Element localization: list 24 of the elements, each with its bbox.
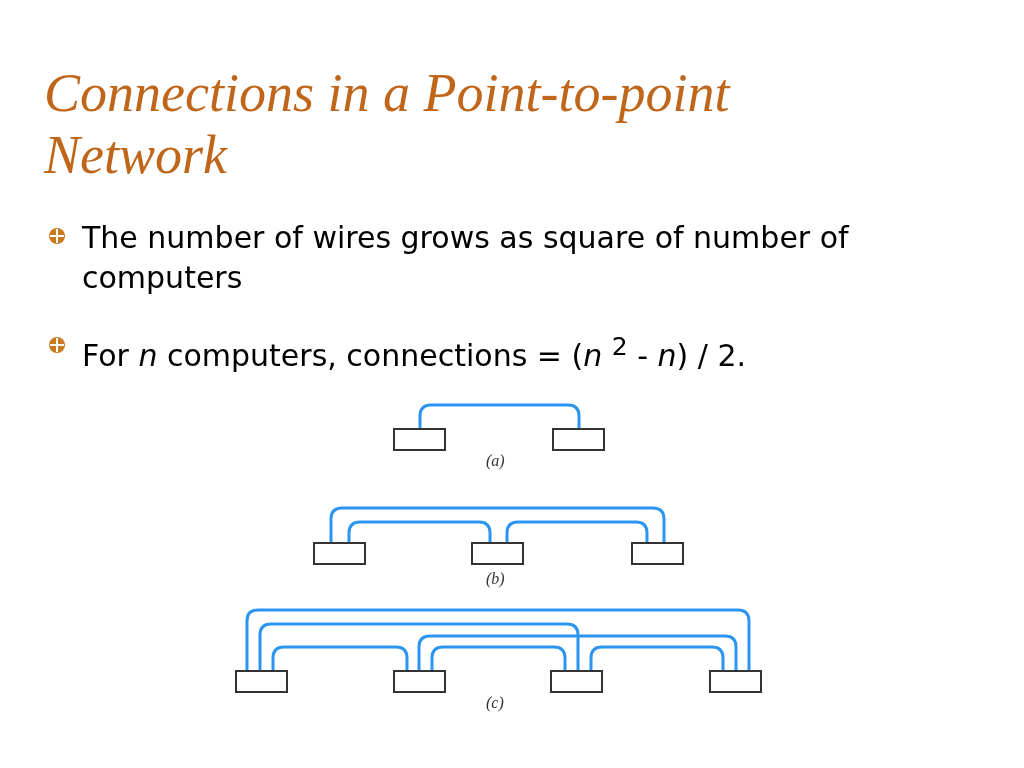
computer-box — [471, 542, 524, 565]
wire — [258, 622, 580, 670]
computer-box — [631, 542, 684, 565]
bullet-text: For n computers, connections = (n $^{2}$ - n) / 2. — [82, 331, 748, 375]
figure-caption: (c) — [486, 694, 504, 712]
wire — [418, 403, 581, 428]
wire — [329, 506, 666, 542]
wire — [589, 645, 725, 670]
bullet-text: The number of wires grows as square of number of computers — [82, 219, 850, 297]
wire — [271, 645, 409, 670]
wire — [245, 608, 751, 670]
wire — [430, 645, 567, 670]
computer-box — [393, 428, 446, 451]
computer-box — [709, 670, 762, 693]
figure-caption: (a) — [486, 452, 505, 470]
computer-box — [313, 542, 366, 565]
slide-title: Connections in a Point-to-point Network — [44, 62, 732, 186]
computer-box — [235, 670, 288, 693]
computer-box — [552, 428, 605, 451]
computer-box — [393, 670, 446, 693]
wire — [505, 520, 649, 542]
computer-box — [550, 670, 603, 693]
wire — [417, 634, 738, 670]
wire — [347, 520, 492, 542]
